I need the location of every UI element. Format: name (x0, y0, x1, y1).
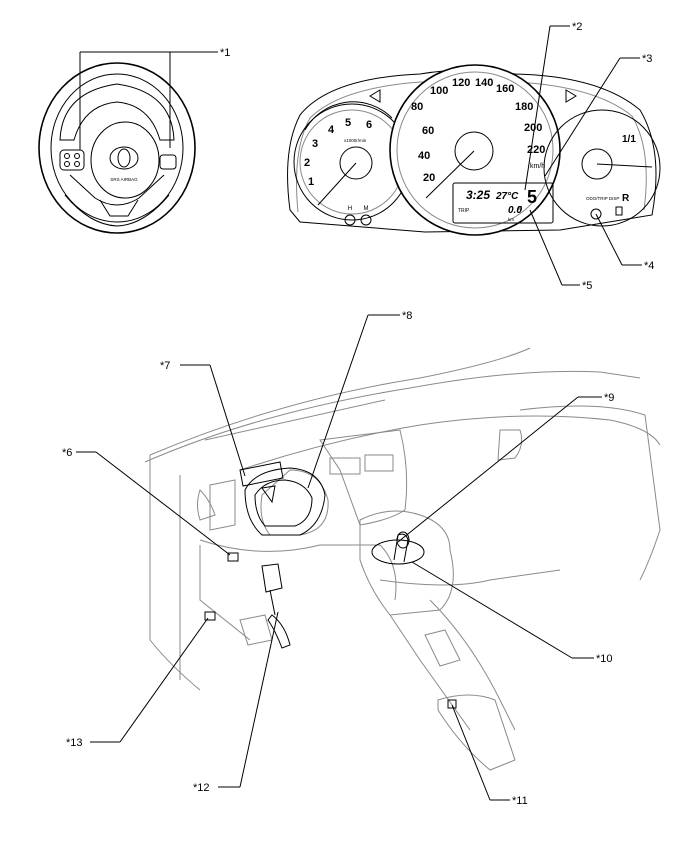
tach-tick-4: 4 (328, 124, 335, 136)
m-button-label: M (364, 206, 369, 212)
ecu-connector-13 (204, 611, 216, 621)
steering-pad-switch-callout: *1 (79, 47, 230, 150)
fuel-pump-icon (615, 206, 623, 216)
ecu-connector-6 (227, 552, 239, 562)
tach-tick-3: 3 (312, 138, 318, 150)
callout-2: *2 (572, 21, 582, 33)
callout-6: *6 (62, 447, 72, 459)
callout-9: *9 (604, 392, 614, 404)
airbag-label: SRS AIRBAG (110, 177, 138, 182)
speed-tick-180: 180 (515, 101, 533, 113)
trip-label: TRIP (458, 208, 470, 214)
shift-mode-label: M (518, 206, 522, 212)
vehicle-interior (144, 347, 661, 771)
gear-readout: 5 (527, 187, 537, 207)
speed-tick-160: 160 (496, 83, 514, 95)
ecu-connector-11 (447, 699, 457, 709)
speed-tick-140: 140 (475, 77, 493, 89)
fuel-full-label: 1/1 (622, 134, 636, 145)
tach-tick-5: 5 (345, 117, 351, 129)
speed-tick-220: 220 (527, 144, 545, 156)
clock-readout: 3:25 (466, 188, 490, 202)
speed-tick-200: 200 (524, 122, 542, 134)
combination-meter: 1 2 3 4 5 6 x1000r/min H M 20 40 60 80 1… (287, 64, 661, 236)
odo-unit: km (508, 217, 514, 222)
callout-5: *5 (582, 280, 592, 292)
tach-tick-6: 6 (366, 119, 372, 131)
speed-unit: km/h (530, 163, 545, 170)
accelerator-pedal-rod (261, 563, 291, 649)
interior-callouts: *6 *7 *8 *9 *10 *11 *12 *13 (62, 310, 614, 807)
combination-meter-assembly (239, 461, 326, 536)
meter-callouts: *2 *3 *4 *5 (524, 21, 654, 292)
odo-trip-button-label: ODO/TRIP DISP (586, 196, 619, 201)
callout-1: *1 (220, 47, 230, 59)
callout-12: *12 (193, 782, 210, 794)
h-button[interactable] (344, 214, 356, 226)
callout-3: *3 (642, 53, 652, 65)
speed-tick-20: 20 (423, 172, 435, 184)
speed-tick-60: 60 (422, 125, 434, 137)
tach-tick-1: 1 (308, 176, 314, 188)
speedometer: 20 40 60 80 100 120 140 160 180 200 220 … (389, 64, 561, 236)
speed-tick-120: 120 (452, 77, 470, 89)
tach-tick-2: 2 (304, 157, 310, 169)
speed-tick-100: 100 (430, 85, 448, 97)
callout-13: *13 (66, 737, 83, 749)
multi-information-display: 3:25 27°C 5 M TRIP 0.0 km (452, 182, 554, 224)
tach-unit: x1000r/min (344, 138, 367, 143)
steering-wheel: SRS AIRBAG (38, 62, 196, 234)
callout-4: *4 (644, 260, 654, 272)
odo-trip-button[interactable] (590, 208, 602, 220)
callout-8: *8 (402, 310, 412, 322)
temp-readout: 27°C (495, 191, 519, 202)
speed-tick-40: 40 (418, 150, 430, 162)
speed-tick-80: 80 (411, 101, 423, 113)
callout-7: *7 (160, 360, 170, 372)
m-button[interactable] (360, 214, 372, 226)
shift-lever (371, 531, 425, 565)
fuel-gauge: 1/1 R ODO/TRIP DISP (543, 109, 661, 227)
odo-readout: 0.0 (508, 205, 522, 216)
fuel-reserve-label: R (622, 193, 630, 204)
callout-11: *11 (512, 795, 528, 807)
callout-10: *10 (596, 653, 613, 665)
h-button-label: H (348, 206, 352, 212)
